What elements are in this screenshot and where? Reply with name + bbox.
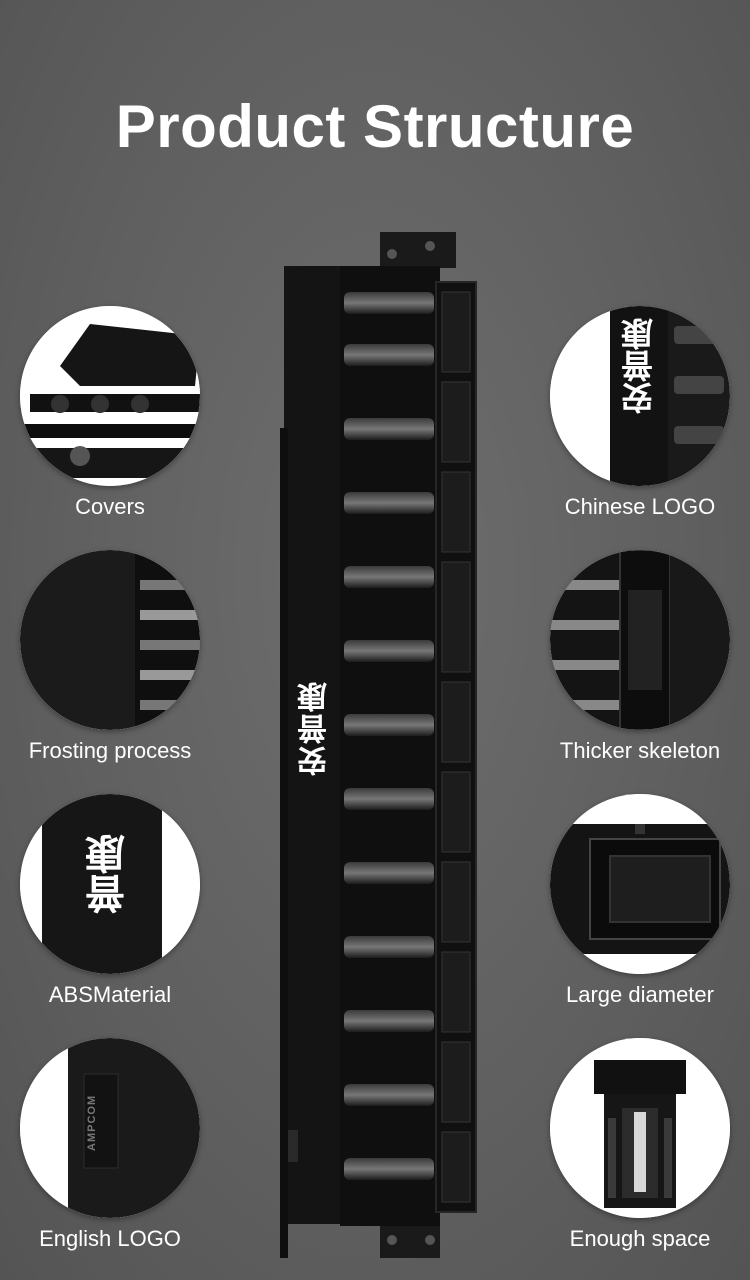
- feature-chinese-logo: 安普康 Chinese LOGO: [530, 306, 750, 536]
- feature-label: Thicker skeleton: [559, 738, 721, 763]
- thicker-skeleton-image: [550, 550, 730, 730]
- enough-space-image: [550, 1038, 730, 1218]
- english-logo-text: AMPCOM: [86, 1094, 98, 1152]
- feature-enough-space: Enough space: [530, 1038, 750, 1268]
- page-title: Product Structure: [115, 93, 635, 160]
- chinese-logo-text: 安普康: [620, 318, 658, 414]
- english-logo-image: AMPCOM: [20, 1038, 200, 1218]
- feature-label: Enough space: [569, 1226, 711, 1251]
- covers-image: [20, 306, 200, 486]
- abs-logo-text: 普康: [86, 834, 132, 914]
- feature-label: Frosting process: [28, 738, 192, 763]
- product-logo-text: 安普康: [298, 680, 333, 776]
- feature-english-logo: AMPCOM English LOGO: [0, 1038, 220, 1268]
- chinese-logo-image: 安普康: [550, 306, 730, 486]
- feature-abs-material: 普康 ABSMaterial: [0, 794, 220, 1024]
- cable-manager-product-image: 安普康: [280, 232, 480, 1262]
- abs-material-image: 普康: [20, 794, 200, 974]
- frosting-process-image: [20, 550, 200, 730]
- feature-label: Covers: [75, 494, 145, 519]
- feature-thicker-skeleton: Thicker skeleton: [530, 550, 750, 780]
- feature-frosting-process: Frosting process: [0, 550, 220, 780]
- feature-large-diameter: Large diameter: [530, 794, 750, 1024]
- feature-label: Large diameter: [566, 982, 714, 1007]
- large-diameter-image: [550, 794, 730, 974]
- feature-covers: Covers: [0, 306, 220, 536]
- feature-label: ABSMaterial: [48, 982, 172, 1007]
- feature-label: English LOGO: [39, 1226, 181, 1251]
- feature-label: Chinese LOGO: [564, 494, 716, 519]
